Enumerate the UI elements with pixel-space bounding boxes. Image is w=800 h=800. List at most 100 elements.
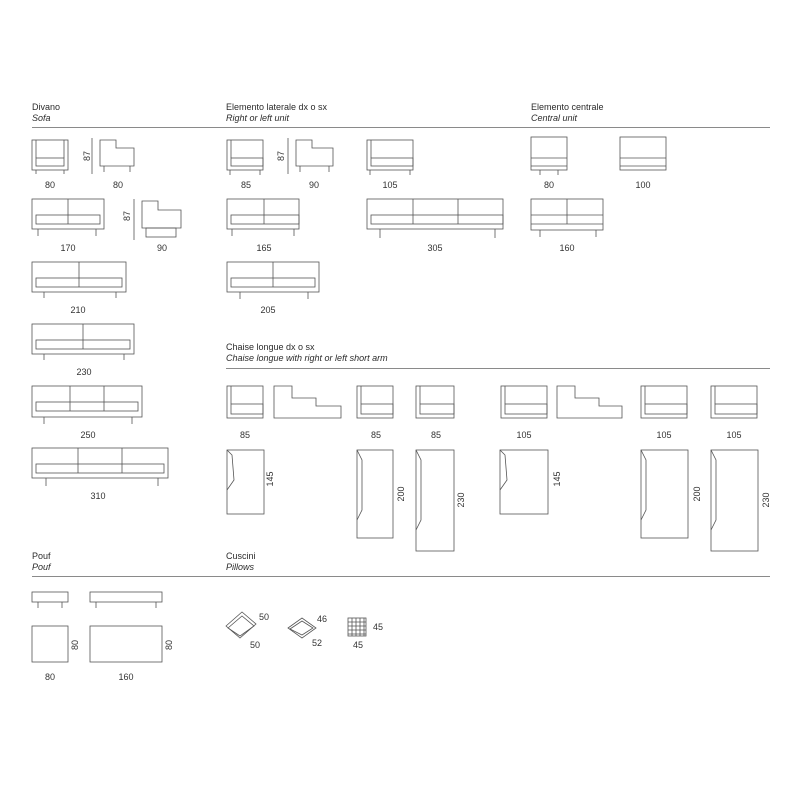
central-unit-80-drawing (530, 136, 568, 175)
dim-label: 87 (122, 211, 132, 222)
section-pouf-header: Pouf Pouf (32, 551, 51, 573)
chaise-85-front-drawing (226, 385, 264, 419)
armchair-front-drawing (31, 139, 69, 174)
sofa-210-drawing (31, 261, 127, 298)
dim-label: 230 (761, 492, 771, 508)
dim-label: 200 (692, 486, 702, 502)
dim-label: 105 (516, 430, 532, 440)
dim-label: 85 (430, 430, 441, 440)
pouf-160-plan-drawing (89, 625, 163, 663)
sofa-310-drawing (31, 447, 169, 486)
dim-label: 250 (80, 430, 96, 440)
side-unit-side-drawing (295, 139, 334, 172)
dim-label: 80 (112, 180, 123, 190)
side-unit-205-drawing (226, 261, 320, 299)
section-subtitle: Chaise longue with right or left short a… (226, 353, 388, 363)
section-title: Elemento centrale (531, 102, 604, 112)
dim-label: 46 (316, 614, 327, 624)
dim-label: 105 (382, 180, 398, 190)
dim-label: 200 (396, 486, 406, 502)
pillow-45-drawing (347, 617, 367, 637)
chaise-105-front-drawing (500, 385, 548, 419)
dim-label: 85 (370, 430, 381, 440)
dim-label: 145 (265, 471, 275, 487)
dim-label: 85 (240, 180, 251, 190)
dim-label: 305 (427, 243, 443, 253)
section-title: Divano (32, 102, 61, 112)
dim-label: 145 (552, 471, 562, 487)
armchair-side-drawing (99, 139, 135, 172)
chaise-105-front-b-drawing (640, 385, 688, 419)
chaise-105-front-c-drawing (710, 385, 758, 419)
side-unit-165-drawing (226, 198, 300, 236)
sofa-170-drawing (31, 198, 105, 236)
chaise-side-drawing (273, 385, 342, 419)
dim-label: 170 (60, 243, 76, 253)
dim-label: 160 (559, 243, 575, 253)
dim-label: 87 (276, 151, 286, 162)
section-subtitle: Central unit (531, 113, 578, 123)
pouf-80-plan-drawing (31, 625, 69, 663)
dim-label: 87 (82, 151, 92, 162)
divider (226, 368, 770, 369)
dim-label: 90 (308, 180, 319, 190)
section-subtitle: Pouf (32, 562, 51, 572)
sofa-side-drawing (141, 200, 182, 238)
dim-label: 45 (352, 640, 363, 650)
dim-label: 80 (44, 180, 55, 190)
section-central-header: Elemento centrale Central unit (531, 102, 604, 124)
dim-label: 165 (256, 243, 272, 253)
chaise-85-front-b-drawing (356, 385, 394, 419)
chaise-145-plan-drawing (226, 449, 265, 515)
chaise-230-plan-drawing (415, 449, 455, 552)
dim-label: 105 (726, 430, 742, 440)
chaise-200-plan-drawing (356, 449, 394, 539)
dim-label: 50 (258, 612, 269, 622)
section-sofa-header: Divano Sofa (32, 102, 60, 124)
section-title: Elemento laterale dx o sx (226, 102, 328, 112)
sofa-250-drawing (31, 385, 143, 424)
chaise-145-plan-b-drawing (499, 449, 549, 515)
side-unit-305-drawing (366, 198, 504, 238)
section-subtitle: Pillows (226, 562, 255, 572)
pillow-50-drawing (225, 611, 257, 639)
dim-label: 230 (76, 367, 92, 377)
dim-label: 160 (118, 672, 134, 682)
dim-label: 90 (156, 243, 167, 253)
divider (32, 127, 770, 128)
chaise-230-plan-b-drawing (710, 449, 759, 552)
dim-label: 230 (456, 492, 466, 508)
dim-label: 205 (260, 305, 276, 315)
dim-label: 310 (90, 491, 106, 501)
dim-label: 210 (70, 305, 86, 315)
dim-label: 52 (311, 638, 322, 648)
pouf-160-side-drawing (89, 591, 163, 608)
dim-label: 100 (635, 180, 651, 190)
dim-label: 45 (372, 622, 383, 632)
dim-label: 80 (164, 640, 174, 651)
section-side-header: Elemento laterale dx o sx Right or left … (226, 102, 327, 124)
dim-label: 80 (70, 640, 80, 651)
dim-label: 105 (656, 430, 672, 440)
central-unit-100-drawing (619, 136, 667, 171)
dim-label: 85 (239, 430, 250, 440)
section-title: Pouf (32, 551, 51, 561)
side-unit-105-drawing (366, 139, 414, 175)
section-chaise-header: Chaise longue dx o sx Chaise longue with… (226, 342, 388, 364)
pillow-46x52-drawing (287, 617, 317, 639)
section-subtitle: Right or left unit (226, 113, 290, 123)
section-title: Cuscini (226, 551, 256, 561)
divider (32, 576, 770, 577)
chaise-side-b-drawing (556, 385, 623, 419)
dim-label: 80 (44, 672, 55, 682)
side-unit-85-drawing (226, 139, 264, 175)
section-title: Chaise longue dx o sx (226, 342, 315, 352)
sofa-230-drawing (31, 323, 135, 360)
dim-label: 80 (543, 180, 554, 190)
section-pillows-header: Cuscini Pillows (226, 551, 256, 573)
chaise-200-plan-b-drawing (640, 449, 689, 539)
central-unit-160-drawing (530, 198, 604, 237)
pouf-80-side-drawing (31, 591, 69, 608)
section-subtitle: Sofa (32, 113, 51, 123)
